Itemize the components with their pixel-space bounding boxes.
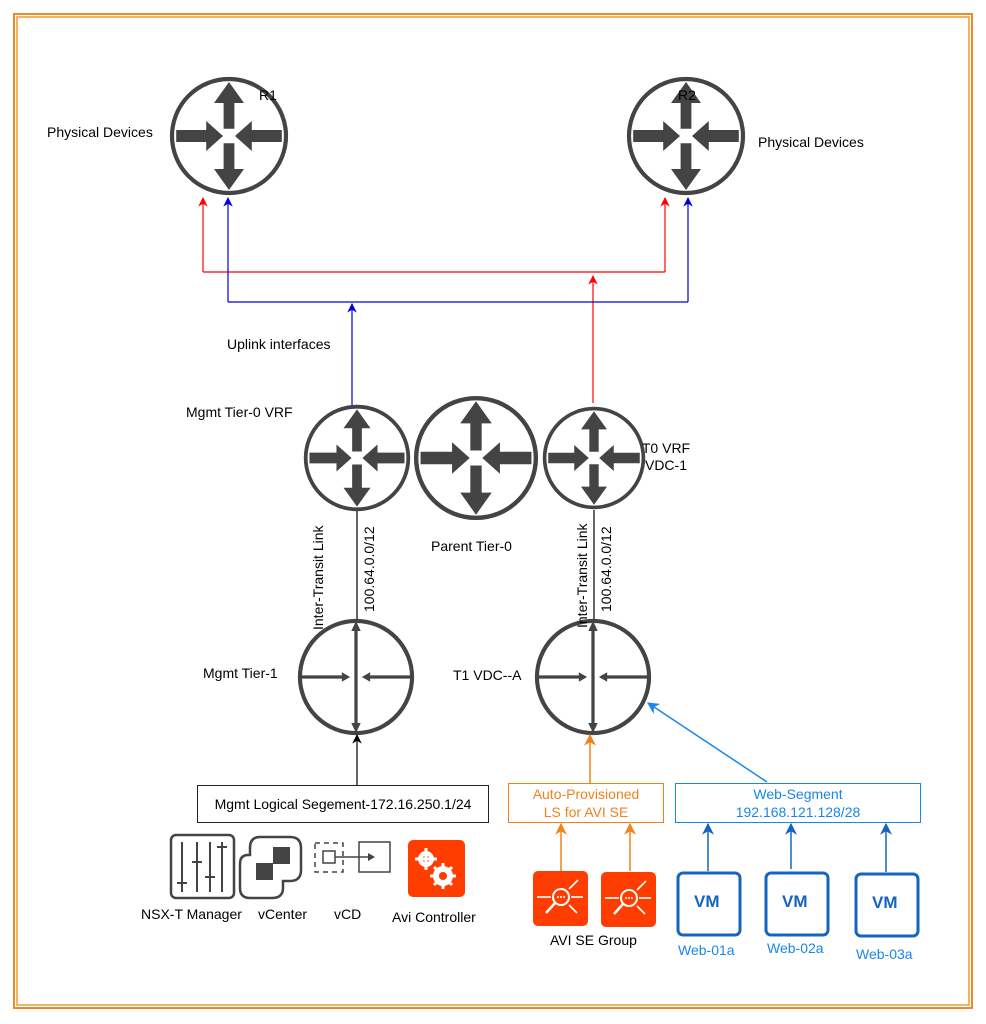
- vcenter-label: vCenter: [258, 906, 308, 922]
- router-t1-vdc-a[interactable]: [537, 621, 649, 733]
- router-mgmt-tier1[interactable]: [300, 621, 412, 733]
- blue-uplink-path: [223, 197, 693, 405]
- vm-label-2: Web-02a: [767, 940, 824, 956]
- vm-box-1[interactable]: [676, 871, 742, 937]
- mgmt-tier1-label: Mgmt Tier-1: [203, 665, 278, 681]
- router-mgmt-tier0-vrf[interactable]: [306, 407, 409, 510]
- parent-tier0-label: Parent Tier-0: [431, 538, 512, 554]
- t0-vrf-line2: VDC-1: [644, 457, 687, 473]
- sliders-icon: [169, 833, 236, 900]
- mgmt-logical-segment[interactable]: Mgmt Logical Segement-172.16.250.1/24: [197, 785, 489, 823]
- mgmt-tier0-label: Mgmt Tier-0 VRF: [186, 404, 293, 420]
- vm-box-3[interactable]: [854, 872, 920, 938]
- vdc-transit-label: Inter-Transit Link: [574, 523, 590, 628]
- nsx-manager-label: NSX-T Manager: [141, 906, 242, 922]
- vm-badge-2: VM: [782, 892, 808, 911]
- web-segment-line1: Web-Segment: [753, 786, 843, 802]
- vm-label-1: Web-01a: [678, 942, 735, 958]
- avi-ls-segment[interactable]: Auto-Provisioned LS for AVI SE: [508, 783, 664, 823]
- avi-ls-line1: Auto-Provisioned: [532, 786, 640, 802]
- uplink-label: Uplink interfaces: [227, 336, 331, 352]
- web-segment[interactable]: Web-Segment 192.168.121.128/28: [675, 783, 921, 823]
- avi-controller-label: Avi Controller: [392, 909, 476, 925]
- vm-box-2[interactable]: [764, 871, 830, 937]
- vcd-icon: [314, 841, 391, 873]
- inner-frame: [16, 16, 970, 1006]
- router-t0-vrf-vdc1[interactable]: [545, 409, 644, 508]
- r2-name: R2: [678, 87, 696, 103]
- router-parent-tier0[interactable]: [416, 398, 536, 518]
- r1-label: Physical Devices: [47, 124, 153, 140]
- t0-vrf-line1: T0 VRF: [641, 440, 691, 456]
- vm-badge-1: VM: [694, 892, 720, 911]
- t0-vrf-label: T0 VRF VDC-1: [636, 440, 696, 474]
- avi-se-group-label: AVI SE Group: [550, 932, 637, 948]
- r2-label: Physical Devices: [758, 134, 864, 150]
- t1-vdc-label: T1 VDC--A: [453, 667, 522, 683]
- mgmt-transit-subnet: 100.64.0.0/12: [361, 526, 377, 612]
- avi-se-icon-1: [533, 871, 588, 926]
- outer-frame: [13, 13, 973, 1009]
- web-segment-line2: 192.168.121.128/28: [735, 804, 861, 820]
- gears-icon: [408, 840, 465, 897]
- vm-label-3: Web-03a: [856, 946, 913, 962]
- r1-name: R1: [259, 87, 277, 103]
- vcenter-icon: [238, 835, 303, 900]
- vm-badge-3: VM: [872, 893, 898, 912]
- vcd-label: vCD: [334, 906, 362, 922]
- mgmt-transit-label: Inter-Transit Link: [310, 525, 326, 630]
- avi-se-icon-2: [601, 872, 656, 927]
- vdc-transit-subnet: 100.64.0.0/12: [598, 526, 614, 612]
- avi-ls-line2: LS for AVI SE: [543, 804, 629, 820]
- web-segment-link: [647, 702, 768, 783]
- red-uplink-path: [198, 197, 670, 403]
